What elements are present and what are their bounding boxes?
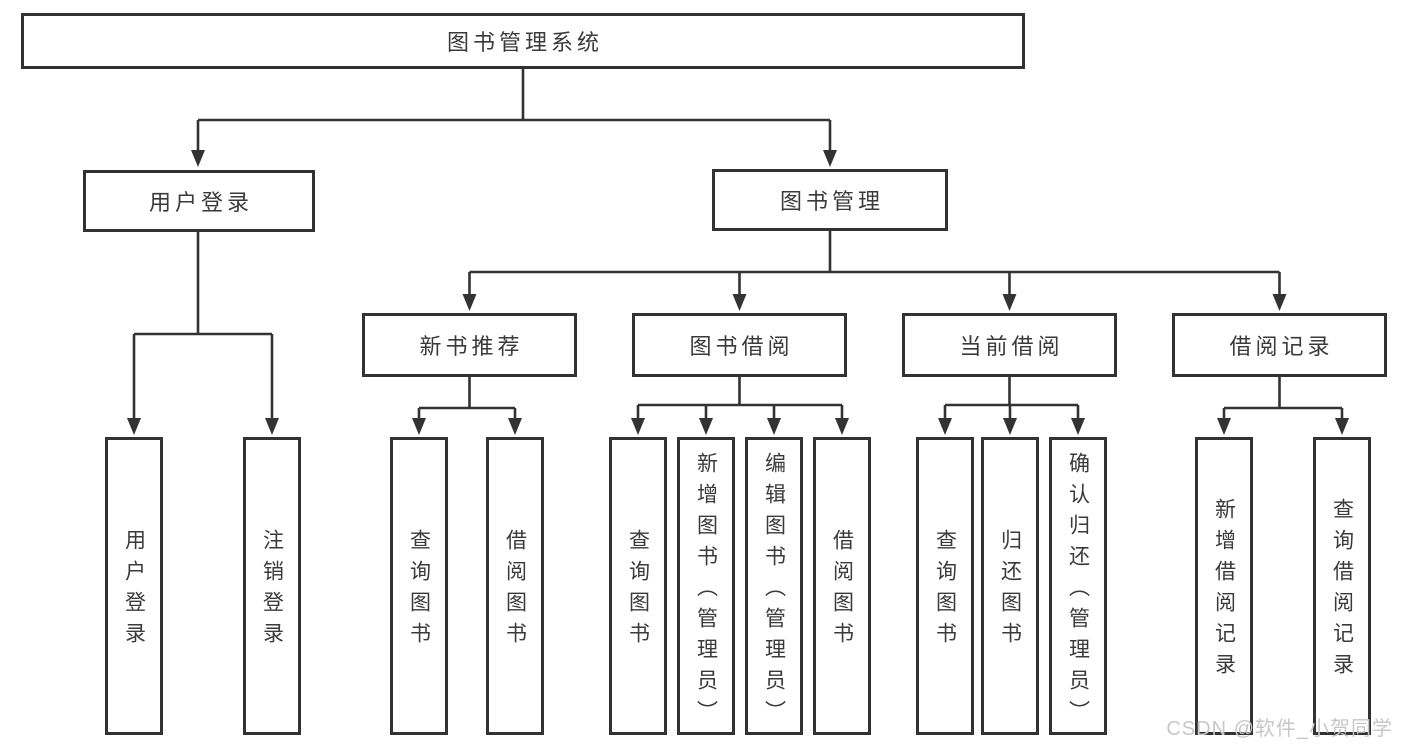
node-label: 借阅记录 <box>1229 334 1334 359</box>
arrow-down-icon <box>127 418 141 435</box>
node-label: 图书借阅 <box>689 334 794 359</box>
node-library-management-system: 图书管理系统 <box>21 13 1025 69</box>
arrow-down-icon <box>938 418 952 435</box>
leaf-recommend-borrow-book: 借阅图书 <box>486 437 544 735</box>
leaf-logout-login: 注销登录 <box>243 437 301 735</box>
node-label: 用户登录 <box>148 190 253 215</box>
leaf-label: 查询图书 <box>933 529 957 653</box>
arrow-down-icon <box>1003 418 1017 435</box>
arrow-down-icon <box>412 418 426 435</box>
arrow-down-icon <box>732 294 747 311</box>
leaf-label: 归还图书 <box>998 529 1022 653</box>
arrow-down-icon <box>699 418 713 435</box>
node-label: 新书推荐 <box>419 334 524 359</box>
node-user-login: 用户登录 <box>83 170 315 232</box>
leaf-label: 借阅图书 <box>830 529 854 653</box>
leaf-records-add-borrow-record: 新增借阅记录 <box>1195 437 1253 735</box>
node-book-borrowing: 图书借阅 <box>632 313 847 377</box>
arrow-down-icon <box>767 418 781 435</box>
leaf-borrow-edit-book-admin: 编辑图书（管理员） <box>745 437 803 735</box>
node-book-management: 图书管理 <box>712 169 948 231</box>
node-label: 图书管理系统 <box>446 30 603 55</box>
arrow-down-icon <box>1071 418 1085 435</box>
leaf-borrow-add-book-admin: 新增图书（管理员） <box>677 437 735 735</box>
node-current-borrowing: 当前借阅 <box>902 313 1117 377</box>
leaf-recommend-query-book: 查询图书 <box>390 437 448 735</box>
leaf-label: 查询图书 <box>407 529 431 653</box>
arrow-down-icon <box>1002 294 1017 311</box>
arrow-down-icon <box>265 418 279 435</box>
arrow-down-icon <box>508 418 522 435</box>
node-new-book-recommendation: 新书推荐 <box>362 313 577 377</box>
leaf-borrow-query-book: 查询图书 <box>609 437 667 735</box>
leaf-borrow-borrow-book: 借阅图书 <box>813 437 871 735</box>
arrow-down-icon <box>1335 418 1349 435</box>
node-borrowing-records: 借阅记录 <box>1172 313 1387 377</box>
arrow-down-icon <box>191 150 205 167</box>
leaf-label: 新增借阅记录 <box>1212 498 1236 684</box>
node-label: 当前借阅 <box>959 334 1064 359</box>
leaf-label: 新增图书（管理员） <box>694 451 718 731</box>
connector-strokes <box>132 68 1344 426</box>
arrow-down-icon <box>631 418 645 435</box>
leaf-current-return-book: 归还图书 <box>981 437 1039 735</box>
leaf-label: 注销登录 <box>260 529 284 653</box>
csdn-watermark: CSDN @软件_小贺同学 <box>1166 718 1393 740</box>
leaf-label: 查询图书 <box>626 529 650 653</box>
leaf-label: 确认归还（管理员） <box>1066 451 1090 731</box>
arrow-down-icon <box>1217 418 1231 435</box>
arrow-down-icon <box>835 418 849 435</box>
node-label: 图书管理 <box>779 189 884 214</box>
arrowheads <box>127 150 1349 435</box>
leaf-label: 编辑图书（管理员） <box>762 451 786 731</box>
arrow-down-icon <box>462 294 477 311</box>
arrow-down-icon <box>823 150 837 167</box>
leaf-user-login: 用户登录 <box>105 437 163 735</box>
arrow-down-icon <box>1272 294 1287 311</box>
leaf-label: 借阅图书 <box>503 529 527 653</box>
leaf-label: 查询借阅记录 <box>1330 498 1354 684</box>
leaf-current-query-book: 查询图书 <box>916 437 974 735</box>
leaf-label: 用户登录 <box>122 529 146 653</box>
leaf-records-query-borrow-record: 查询借阅记录 <box>1313 437 1371 735</box>
leaf-current-confirm-return-admin: 确认归还（管理员） <box>1049 437 1107 735</box>
